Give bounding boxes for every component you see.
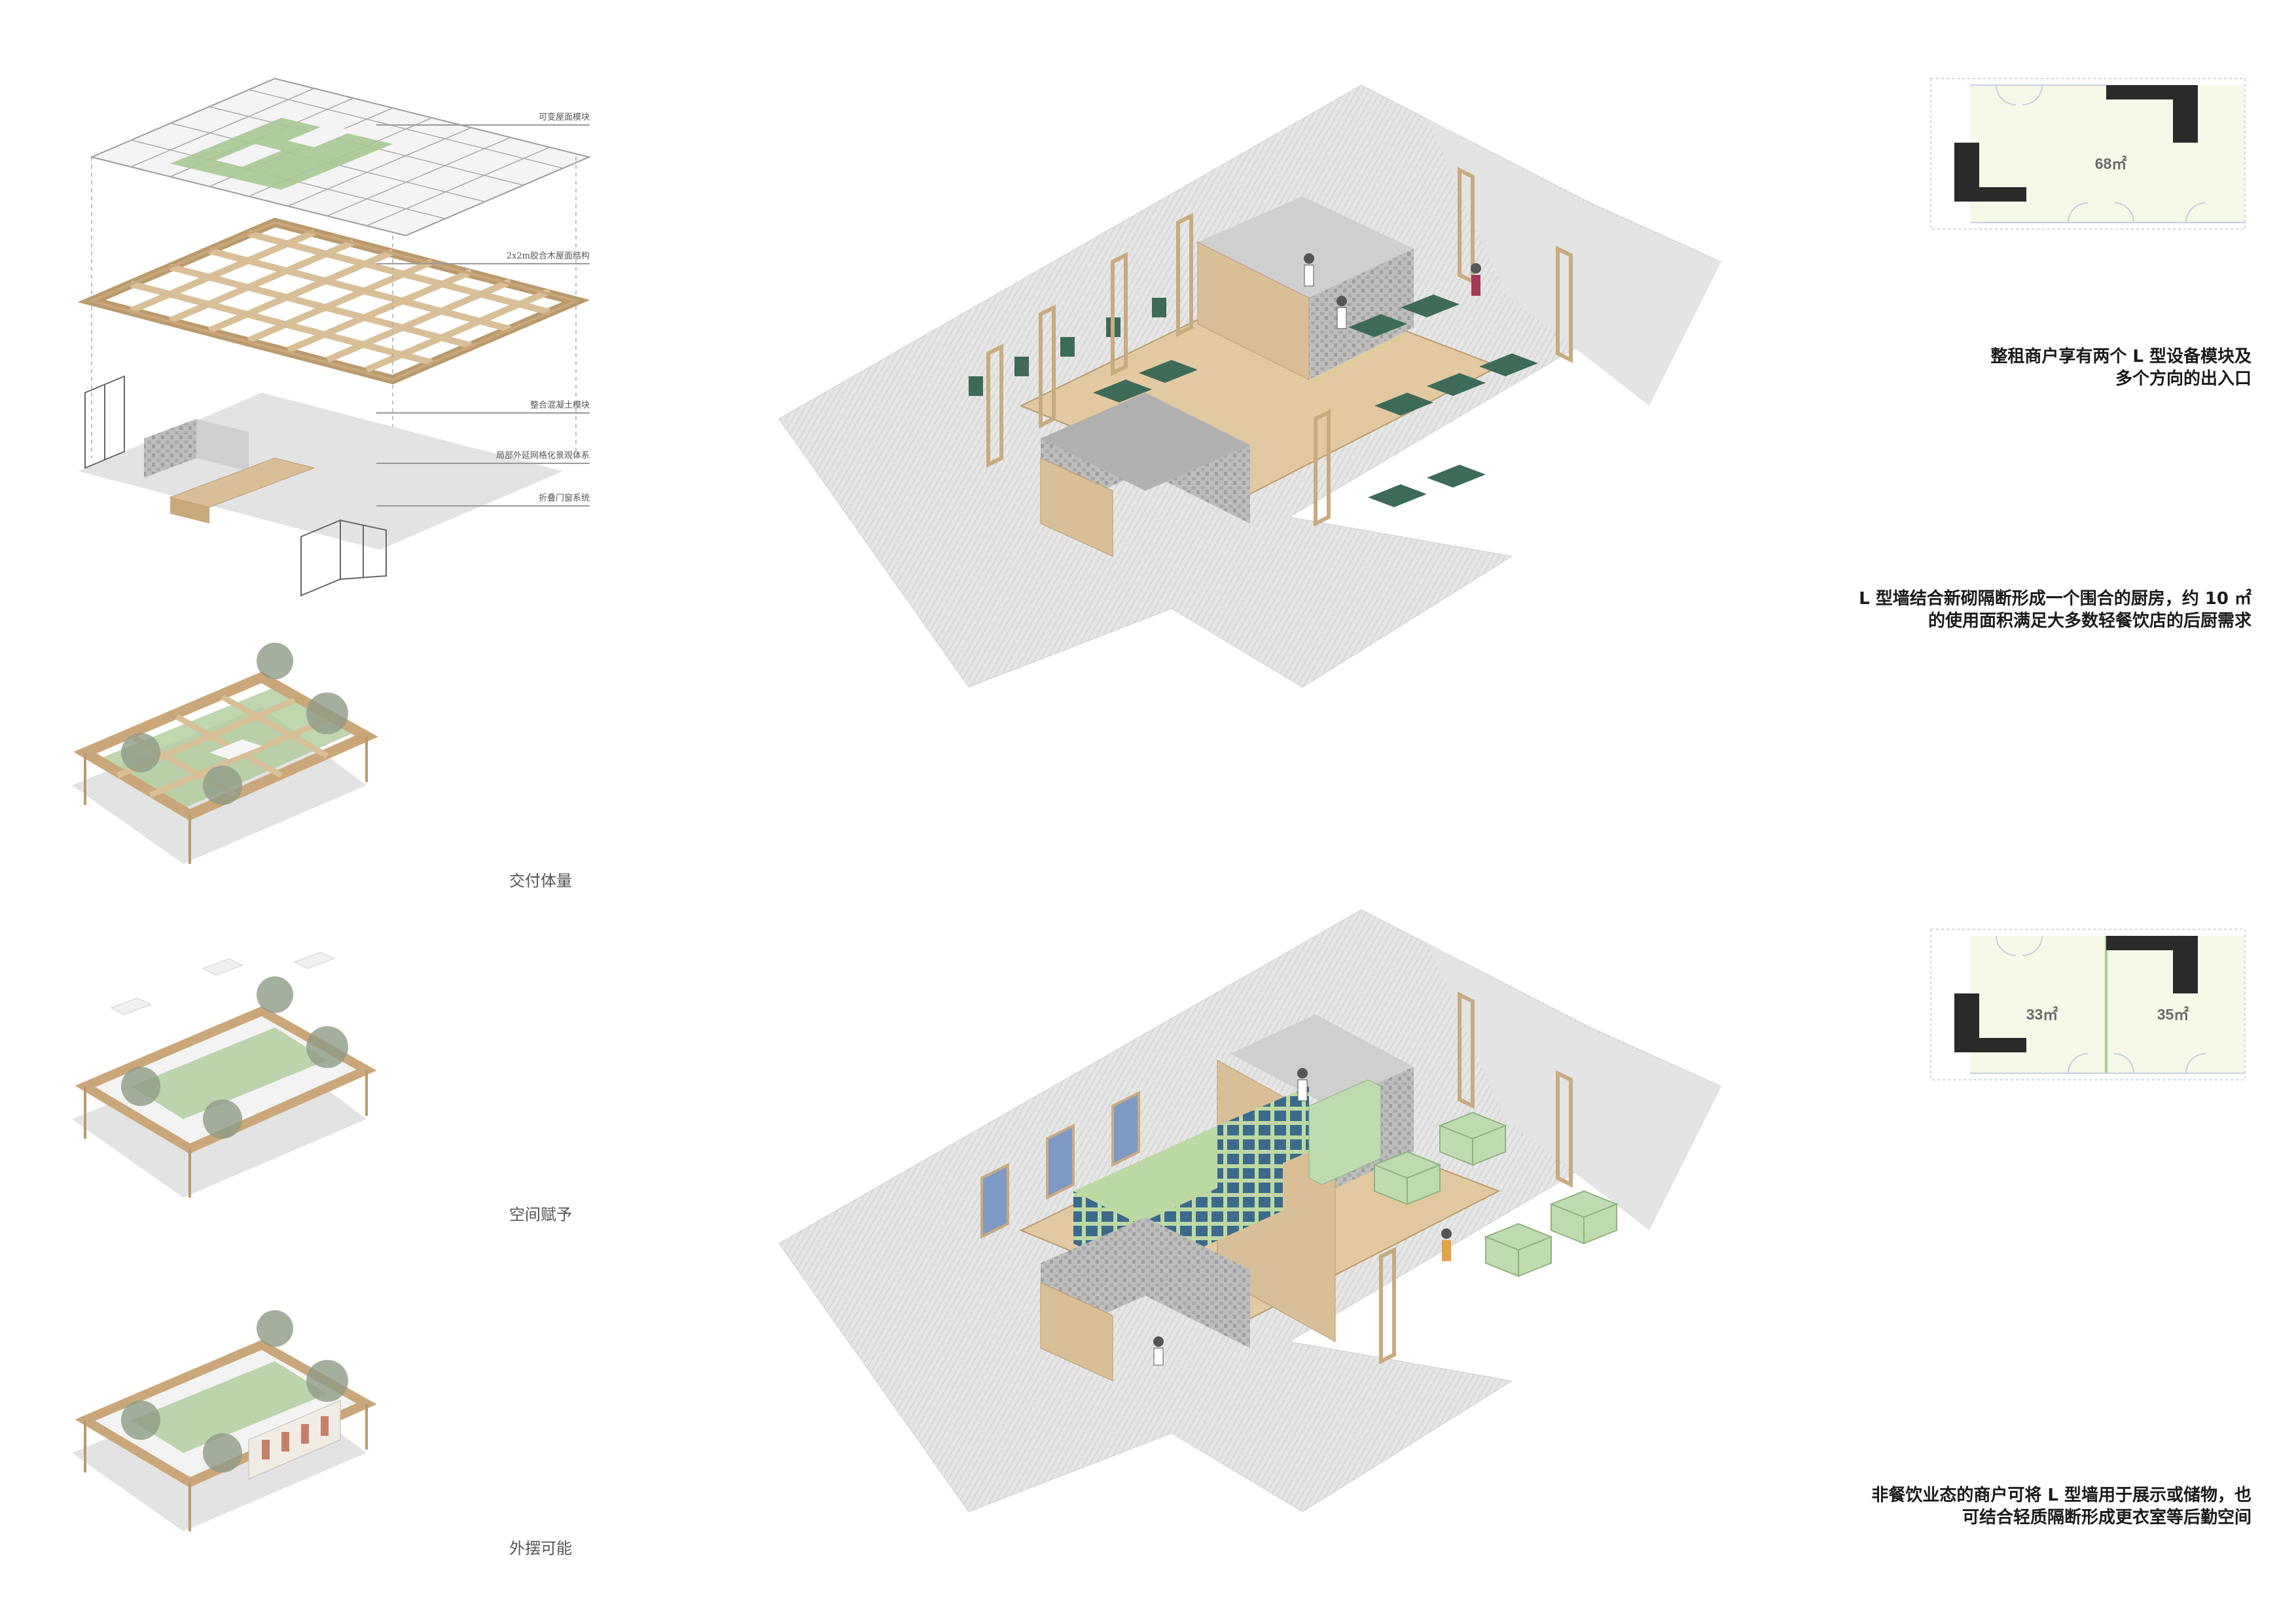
stage-delivered-volume-drawing — [72, 643, 378, 864]
stage-outdoor-possibility-drawing — [72, 1310, 377, 1531]
top-plan-area-label: 68㎡ — [2095, 155, 2127, 172]
caption-non-food: 非餐饮业态的商户可将 L 型墙用于展示或储物，也 可结合轻质隔断形成更衣室等后勤… — [1871, 1484, 2251, 1529]
exploded-guides — [91, 157, 577, 537]
caption-kitchen: L 型墙结合新砌隔断形成一个围合的厨房，约 10 ㎡ 的使用面积满足大多数轻餐饮… — [1859, 588, 2251, 632]
glulam-grid-layer — [77, 217, 590, 385]
stage-space-endowed-drawing — [72, 952, 377, 1198]
layer-label-roof-module: 可变屋面模块 — [538, 113, 590, 122]
roof-module-layer — [89, 77, 592, 237]
layer-label-folding-doors: 折叠门窗系统 — [538, 493, 590, 503]
layer-label-landscape-grid: 局部外延网格化景观体系 — [495, 451, 590, 461]
stage-label-outdoor-possibility: 外摆可能 — [509, 1539, 572, 1558]
layer-label-glulam-structure: 2x2m胶合木屋面结构 — [506, 251, 590, 261]
bottom-plan-area-left: 33㎡ — [2026, 1006, 2058, 1023]
leader-lines — [376, 124, 590, 507]
layer-label-concrete-module: 整合混凝土模块 — [529, 401, 590, 410]
caption-non-food-line1: 非餐饮业态的商户可将 L 型墙用于展示或储物，也 — [1871, 1486, 2251, 1505]
bottom-floor-plan: 33㎡ 35㎡ — [1930, 929, 2246, 1080]
bottom-plan-area-right: 35㎡ — [2157, 1006, 2189, 1023]
concrete-module-layer — [79, 375, 563, 597]
top-axonometric-restaurant — [778, 84, 1723, 688]
top-floor-plan: 68㎡ — [1930, 78, 2246, 230]
caption-kitchen-line2: 的使用面积满足大多数轻餐饮店的后厨需求 — [1928, 611, 2251, 631]
caption-kitchen-line1: L 型墙结合新砌隔断形成一个围合的厨房，约 10 ㎡ — [1859, 589, 2251, 609]
caption-non-food-line2: 可结合轻质隔断形成更衣室等后勤空间 — [1962, 1508, 2251, 1527]
caption-whole-lease: 整租商户享有两个 L 型设备模块及 多个方向的出入口 — [1990, 346, 2251, 390]
caption-whole-lease-line2: 多个方向的出入口 — [2115, 369, 2251, 389]
caption-whole-lease-line1: 整租商户享有两个 L 型设备模块及 — [1990, 347, 2251, 366]
stage-label-delivered-volume: 交付体量 — [509, 872, 572, 890]
stage-label-space-endowed: 空间赋予 — [509, 1205, 572, 1224]
bottom-axonometric-retail — [778, 909, 1723, 1512]
